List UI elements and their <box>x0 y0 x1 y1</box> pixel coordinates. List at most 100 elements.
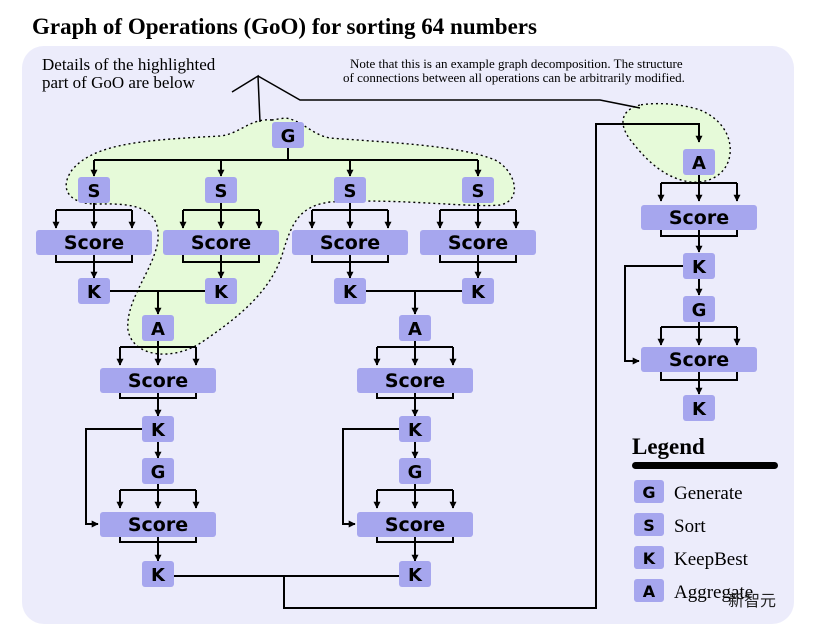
node-sort-4: S <box>462 177 494 203</box>
legend-item-keepbest: K KeepBest <box>634 546 749 570</box>
node-score-mid: Score <box>357 368 473 393</box>
edge-keep-skip <box>624 265 683 365</box>
node-generate-right: G <box>683 296 715 322</box>
detail-note-line1: Details of the highlighted <box>42 55 216 74</box>
node-generate-mid-box <box>399 458 431 484</box>
node-keep-mid-box <box>399 416 431 442</box>
node-score-top-3: Score <box>292 230 408 255</box>
node-generate-mid: G <box>399 458 431 484</box>
structure-note-line2: of connections between all operations ca… <box>343 70 685 85</box>
node-score-top-1-label: Score <box>64 232 124 254</box>
node-generate-root-label: G <box>281 126 296 147</box>
node-keep-low: K <box>142 561 174 587</box>
legend-item-aggregate: A Aggregate <box>634 579 753 603</box>
legend-label: Sort <box>674 516 706 537</box>
legend-symbol: K <box>643 549 656 568</box>
node-score-low-box <box>100 512 216 537</box>
node-aggregate-box <box>399 315 431 341</box>
watermark-text: 新智元 <box>728 591 776 610</box>
node-score-right-1: Score <box>641 205 757 230</box>
node-score-right-2: Score <box>641 347 757 372</box>
node-aggregate: A <box>399 315 431 341</box>
diagram-edges <box>52 123 741 609</box>
node-score-top-2: Score <box>163 230 279 255</box>
node-keep-mid-label: K <box>151 420 166 441</box>
node-score-mid: Score <box>100 368 216 393</box>
legend-symbol: A <box>643 582 656 601</box>
node-score-low-label: Score <box>385 514 445 536</box>
node-score-right-2-label: Score <box>669 349 729 371</box>
node-score-mid-label: Score <box>128 370 188 392</box>
legend-underline <box>632 462 778 469</box>
node-aggregate-label: A <box>408 319 422 340</box>
structure-note-leader <box>257 75 641 109</box>
detail-note-leader <box>231 74 261 123</box>
legend-label: Aggregate <box>674 582 753 603</box>
node-keep-right-2-label: K <box>692 399 707 420</box>
node-aggregate-final-label: A <box>692 153 706 174</box>
node-generate-mid-box <box>142 458 174 484</box>
node-sort-4-label: S <box>472 181 485 202</box>
node-keep-top-4-box <box>462 278 494 304</box>
legend-symbol: G <box>642 483 655 502</box>
node-generate-right-box <box>683 296 715 322</box>
node-score-top-3-box <box>292 230 408 255</box>
node-keep-top-1-label: K <box>87 282 102 303</box>
node-keep-mid-box <box>142 416 174 442</box>
node-sort-2-box <box>205 177 237 203</box>
node-sort-2-label: S <box>215 181 228 202</box>
node-keep-top-2-box <box>205 278 237 304</box>
node-score-top-1-box <box>36 230 152 255</box>
node-keep-top-1: K <box>78 278 110 304</box>
node-aggregate-label: A <box>151 319 165 340</box>
node-generate-mid-label: G <box>408 462 423 483</box>
detail-note-line2: part of GoO are below <box>42 73 196 92</box>
legend-swatch <box>634 579 664 602</box>
node-sort-4-box <box>462 177 494 203</box>
node-score-low: Score <box>100 512 216 537</box>
legend-label: KeepBest <box>674 549 749 570</box>
node-keep-top-3-label: K <box>343 282 358 303</box>
node-keep-low: K <box>399 561 431 587</box>
node-sort-1: S <box>78 177 110 203</box>
node-aggregate-box <box>142 315 174 341</box>
highlight-region-main <box>65 117 516 355</box>
node-sort-3: S <box>334 177 366 203</box>
node-keep-low-label: K <box>408 565 423 586</box>
node-aggregate-final-box <box>683 149 715 175</box>
node-keep-top-2: K <box>205 278 237 304</box>
node-keep-right-1: K <box>683 253 715 279</box>
node-generate-right-label: G <box>692 300 707 321</box>
node-score-top-3-label: Score <box>320 232 380 254</box>
node-aggregate: A <box>142 315 174 341</box>
node-generate-mid-label: G <box>151 462 166 483</box>
node-score-right-1-label: Score <box>669 207 729 229</box>
node-score-right-1-box <box>641 205 757 230</box>
node-score-mid-label: Score <box>385 370 445 392</box>
edge-to-right-aggregate <box>283 123 703 609</box>
node-keep-top-4-label: K <box>471 282 486 303</box>
node-generate-root: G <box>272 122 304 148</box>
node-score-mid-box <box>100 368 216 393</box>
node-sort-1-box <box>78 177 110 203</box>
node-keep-right-1-box <box>683 253 715 279</box>
node-keep-mid-label: K <box>408 420 423 441</box>
node-score-top-2-box <box>163 230 279 255</box>
node-keep-right-2-box <box>683 395 715 421</box>
node-score-low-label: Score <box>128 514 188 536</box>
node-keep-low-box <box>399 561 431 587</box>
node-sort-3-label: S <box>344 181 357 202</box>
structure-note-line1: Note that this is an example graph decom… <box>350 56 683 71</box>
node-keep-low-box <box>142 561 174 587</box>
node-sort-2: S <box>205 177 237 203</box>
node-keep-mid: K <box>142 416 174 442</box>
node-score-top-1: Score <box>36 230 152 255</box>
legend-swatch <box>634 546 664 569</box>
node-keep-right-2: K <box>683 395 715 421</box>
node-keep-mid: K <box>399 416 431 442</box>
node-score-top-4-label: Score <box>448 232 508 254</box>
